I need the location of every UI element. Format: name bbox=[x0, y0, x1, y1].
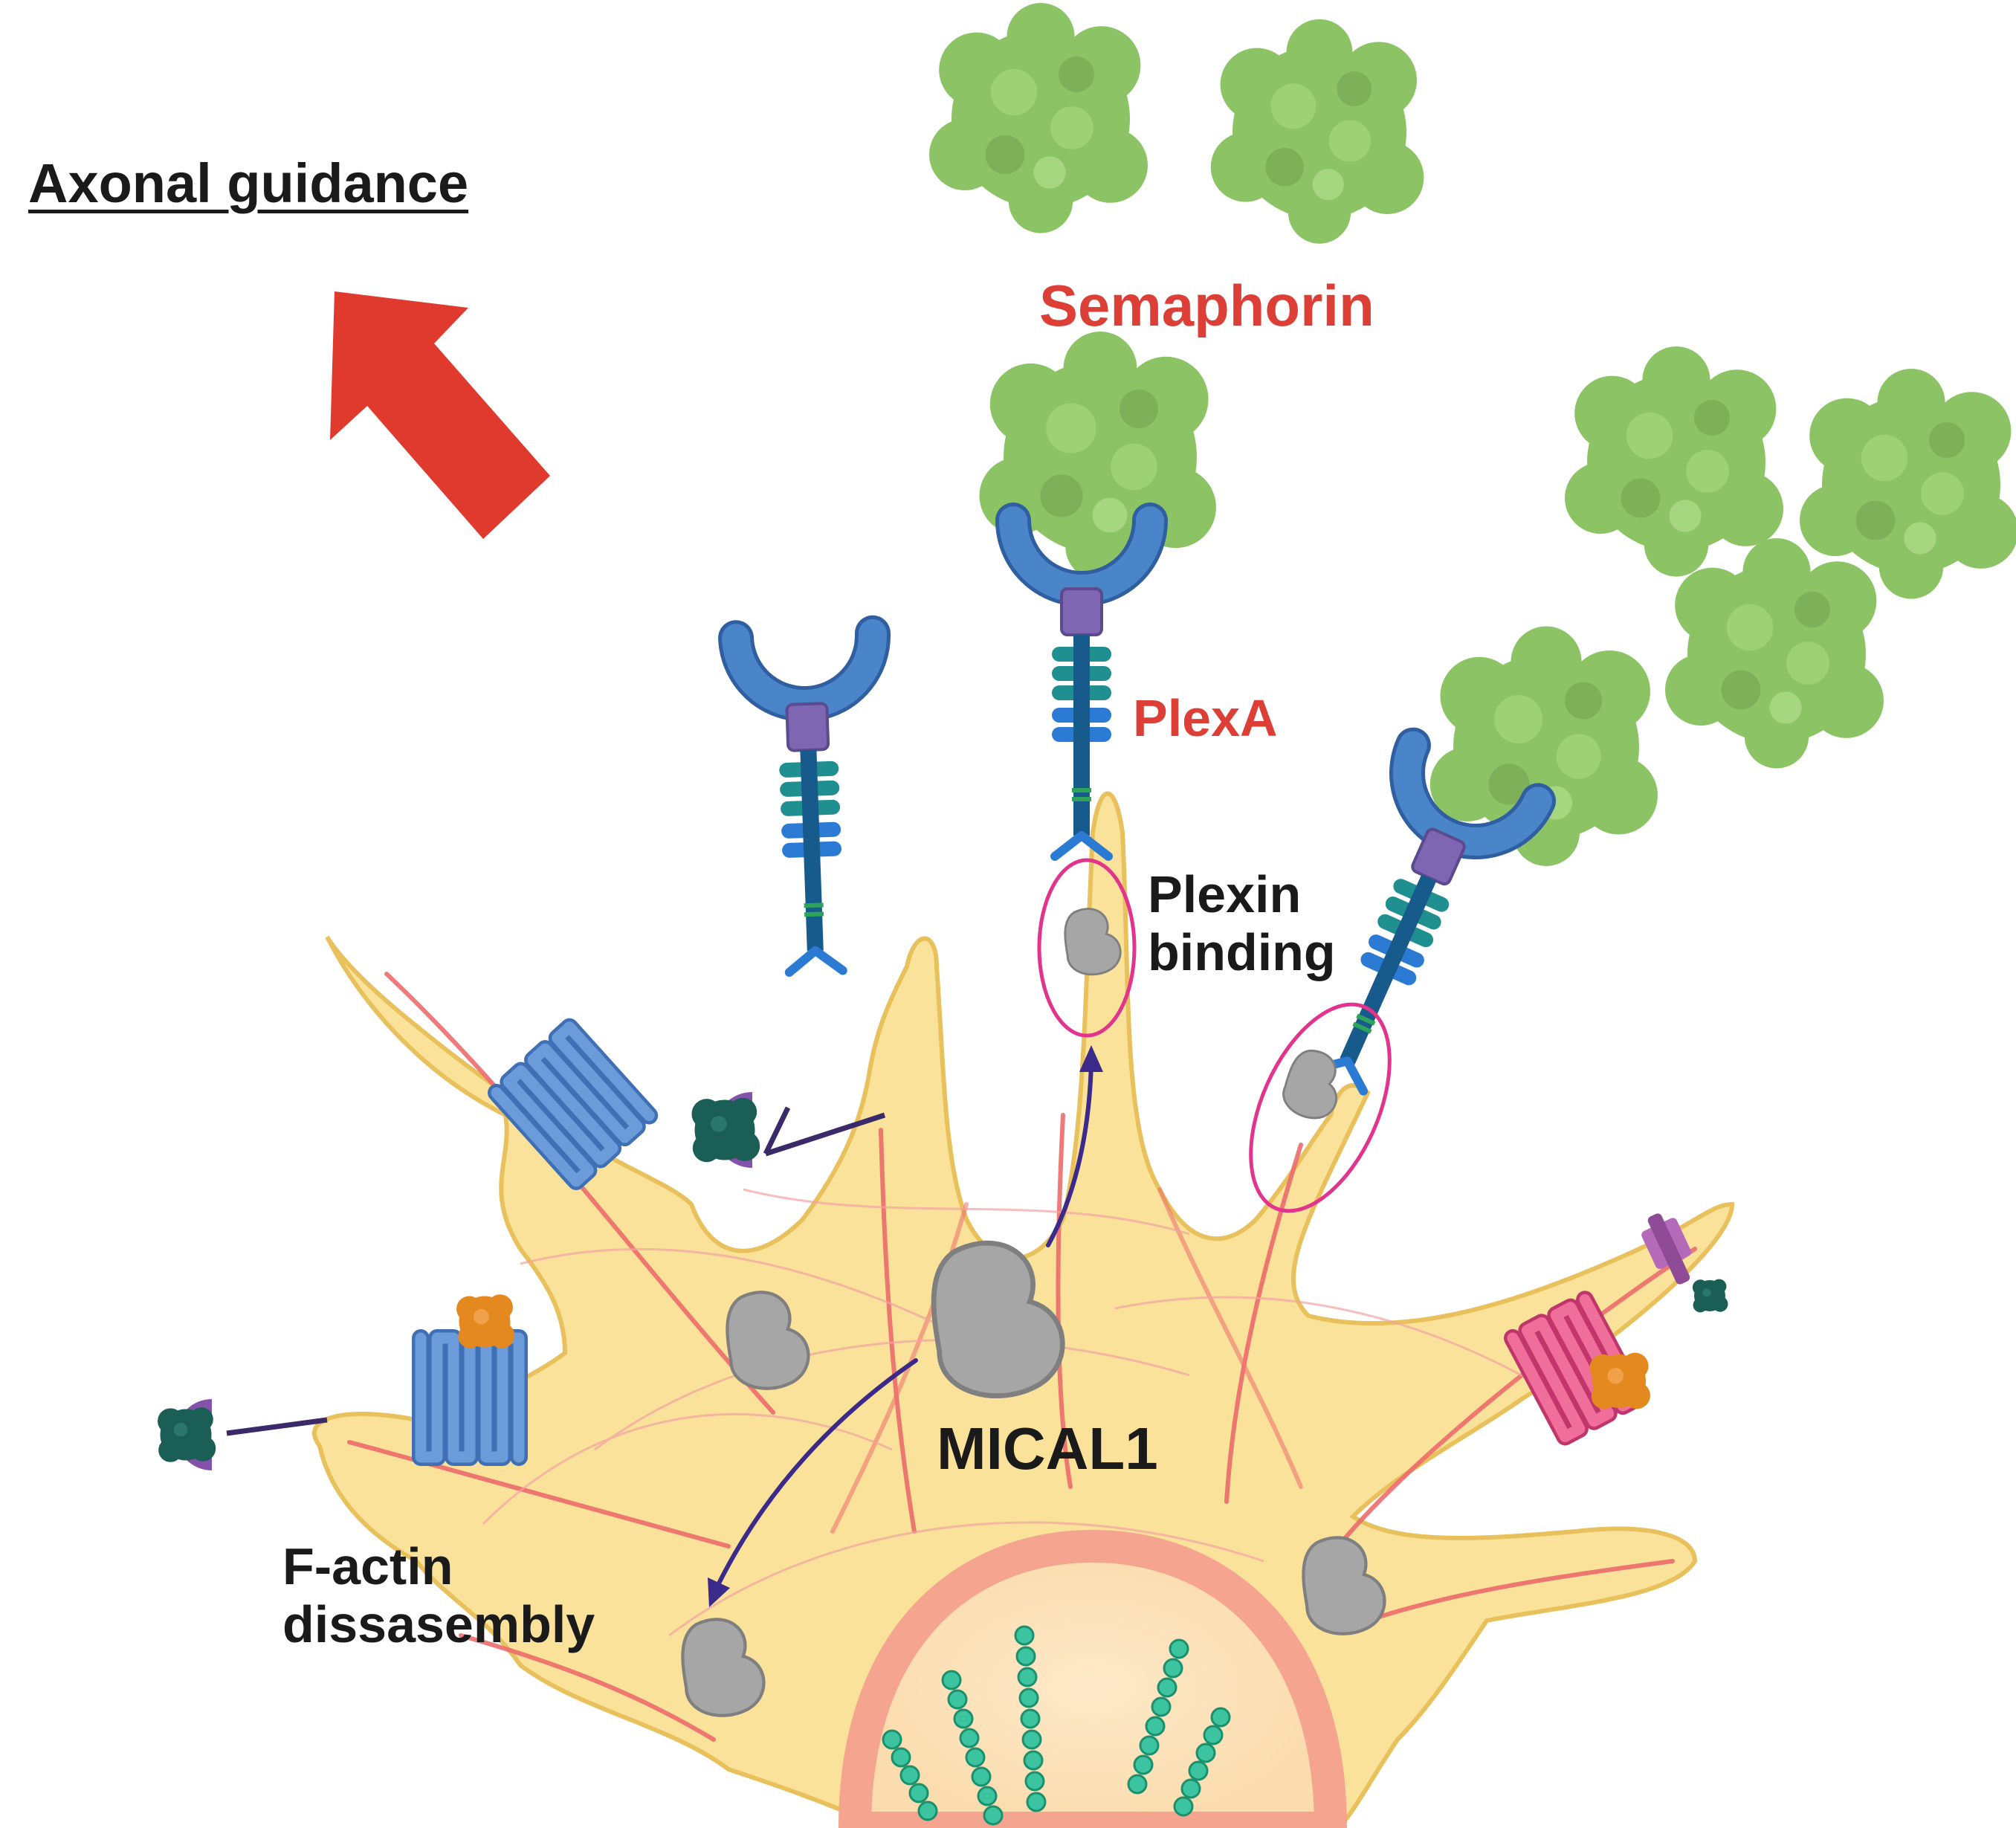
ligand-icon bbox=[691, 1097, 760, 1163]
factin-label: F-actin dissasembly bbox=[282, 1537, 595, 1654]
signal-arrows bbox=[713, 1061, 1093, 1593]
semaphorin-blob-icon bbox=[1665, 538, 1884, 769]
binding-ring bbox=[1249, 1002, 1392, 1213]
plexin-receptor-icon bbox=[736, 633, 885, 974]
plexin-binding-line-1: Plexin bbox=[1148, 865, 1302, 923]
page-title: Axonal guidance bbox=[28, 152, 469, 214]
ligand-icon bbox=[456, 1294, 515, 1349]
guidance-arrow-icon bbox=[330, 291, 550, 539]
channel-receptor-icon bbox=[1641, 1213, 1692, 1285]
factin-line-2: dissasembly bbox=[282, 1595, 595, 1654]
signal-arrowhead-icon bbox=[1079, 1045, 1103, 1072]
plexin-binding-label: Plexin binding bbox=[1148, 865, 1336, 982]
factin-line-1: F-actin bbox=[282, 1537, 453, 1595]
ligand-icon bbox=[1589, 1352, 1650, 1409]
ligand-icon bbox=[158, 1407, 216, 1462]
signal-arrowhead-icon bbox=[708, 1577, 730, 1607]
plexa-label: PlexA bbox=[1133, 689, 1278, 747]
plexin-binding-line-2: binding bbox=[1148, 923, 1336, 982]
semaphorin-label: Semaphorin bbox=[1039, 273, 1374, 338]
semaphorin-blob-icon bbox=[1210, 19, 1424, 244]
mical1-label: MICAL1 bbox=[937, 1415, 1158, 1482]
binding-ring bbox=[1037, 858, 1137, 1038]
semaphorin-blob-icon bbox=[1565, 346, 1783, 577]
microtubule-beads bbox=[882, 1625, 1231, 1826]
ligand-icon bbox=[1692, 1279, 1728, 1313]
gpcr-receptor-icon bbox=[421, 1338, 519, 1457]
semaphorin-blob-icon bbox=[929, 2, 1148, 233]
actin-network bbox=[482, 1188, 1562, 1637]
